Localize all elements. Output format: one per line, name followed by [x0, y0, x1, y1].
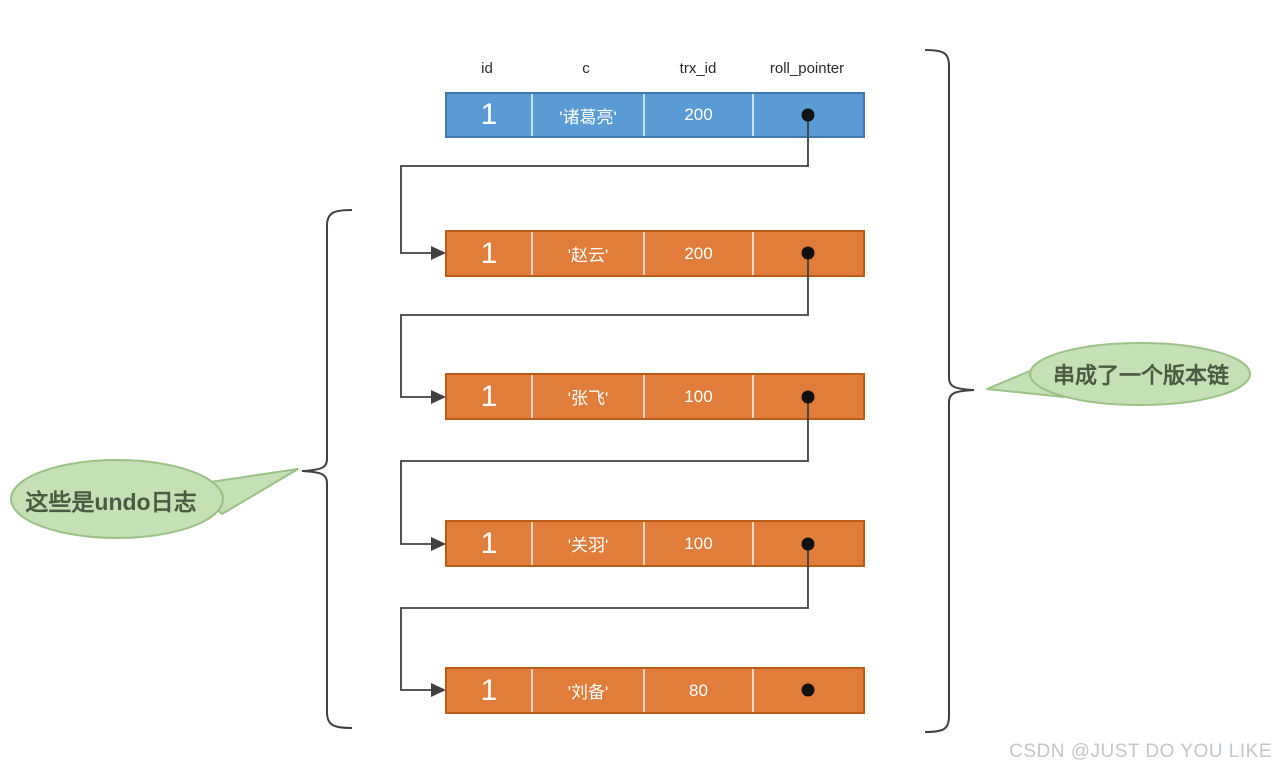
- arrowhead-2: [431, 390, 446, 404]
- undo-log-annotation: 这些是undo日志: [25, 489, 197, 515]
- column-header-trx-id: trx_id: [679, 60, 717, 77]
- cell-trx-id: 100: [643, 522, 752, 565]
- cell-trx-id: 80: [643, 669, 752, 712]
- cell-id: 1: [480, 236, 498, 270]
- arrowhead-4: [431, 683, 446, 697]
- column-header-id: id: [481, 60, 493, 77]
- cell-roll-pointer: [752, 232, 863, 275]
- cell-c: '关羽': [531, 522, 643, 565]
- cell-trx-id: 200: [643, 94, 752, 136]
- cell-c: '刘备': [531, 669, 643, 712]
- cell-id: 1: [480, 379, 498, 413]
- cell-trx-id: 200: [643, 232, 752, 275]
- undo-log-row-2: 1 '张飞' 100: [445, 373, 865, 420]
- cell-roll-pointer: [752, 375, 863, 418]
- arrowhead-3: [431, 537, 446, 551]
- watermark-text: CSDN @JUST DO YOU LIKE: [1009, 741, 1272, 762]
- cell-roll-pointer: [752, 669, 863, 712]
- right-brace: [924, 49, 975, 733]
- cell-roll-pointer: [752, 94, 863, 136]
- cell-id: 1: [480, 673, 498, 707]
- undo-log-row-3: 1 '关羽' 100: [445, 520, 865, 567]
- cell-id: 1: [480, 526, 498, 560]
- cell-trx-id: 100: [643, 375, 752, 418]
- undo-log-row-1: 1 '赵云' 200: [445, 230, 865, 277]
- column-header-c: c: [582, 60, 590, 77]
- arrowhead-1: [431, 246, 446, 260]
- cell-c: '张飞': [531, 375, 643, 418]
- left-brace: [301, 209, 353, 729]
- left-bubble-tail: [189, 468, 299, 515]
- undo-log-row-4: 1 '刘备' 80: [445, 667, 865, 714]
- cell-id: 1: [480, 98, 498, 131]
- column-header-roll-pointer: roll_pointer: [769, 60, 845, 77]
- record-row-current: 1 '诸葛亮' 200: [445, 92, 865, 138]
- cell-c: '赵云': [531, 232, 643, 275]
- cell-roll-pointer: [752, 522, 863, 565]
- version-chain-annotation: 串成了一个版本链: [1052, 363, 1230, 388]
- cell-c: '诸葛亮': [531, 94, 643, 136]
